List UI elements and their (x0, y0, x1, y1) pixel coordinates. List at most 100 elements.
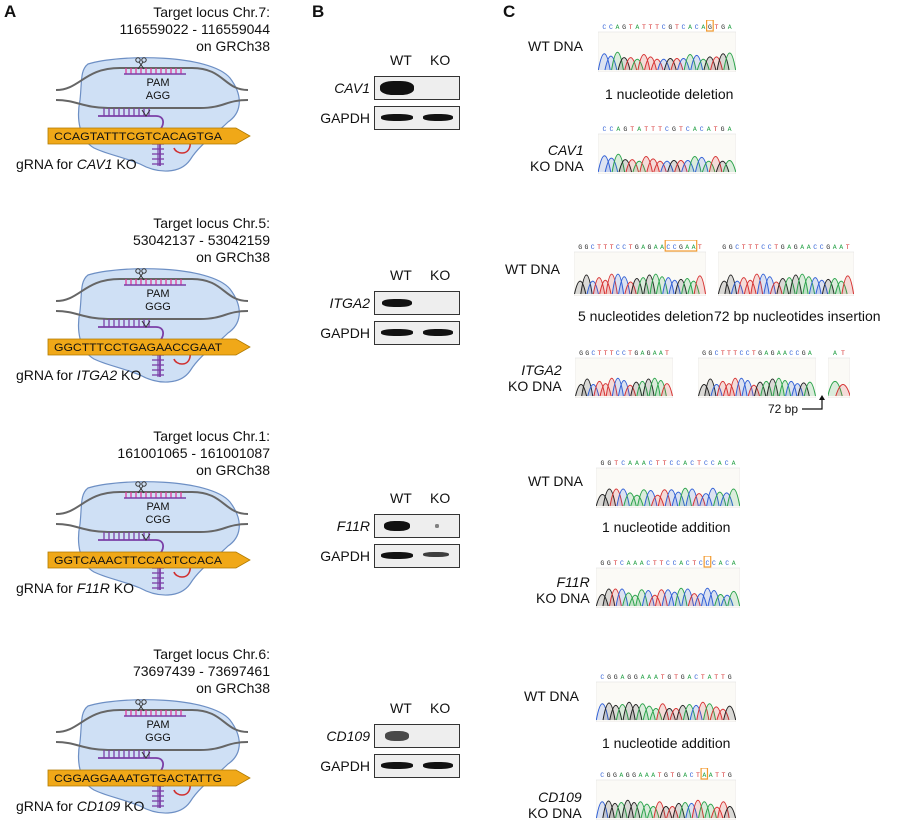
dna-strand-bottom (55, 741, 249, 751)
svg-text:A: A (616, 24, 620, 31)
svg-text:A: A (637, 126, 641, 133)
svg-text:G: G (607, 772, 611, 779)
svg-text:C: C (725, 560, 729, 567)
grna-label: gRNA for CAV1 KO (16, 156, 137, 172)
target-bar-arrow (47, 551, 251, 569)
svg-text:A: A (627, 560, 631, 567)
svg-text:T: T (661, 674, 665, 681)
svg-text:C: C (715, 350, 719, 357)
svg-text:T: T (727, 350, 731, 357)
svg-text:A: A (732, 460, 736, 467)
svg-text:G: G (600, 560, 604, 567)
svg-text:A: A (808, 350, 812, 357)
svg-text:T: T (663, 460, 667, 467)
rna-rungs-top (125, 68, 182, 74)
ko-column-label: KO (430, 700, 451, 716)
svg-text:G: G (708, 350, 712, 357)
svg-text:T: T (658, 772, 662, 779)
svg-text:G: G (679, 244, 683, 251)
ko-column-label: KO (430, 490, 451, 506)
svg-text:C: C (622, 244, 626, 251)
svg-text:C: C (591, 244, 595, 251)
ko-column-label: KO (430, 52, 451, 68)
svg-text:T: T (679, 126, 683, 133)
svg-text:T: T (701, 674, 705, 681)
mutation-highlight-box (664, 240, 698, 252)
svg-text:G: G (664, 772, 668, 779)
svg-text:G: G (600, 460, 604, 467)
svg-text:C: C (690, 772, 694, 779)
svg-text:A: A (728, 24, 732, 31)
svg-text:T: T (610, 244, 614, 251)
svg-text:T: T (651, 126, 655, 133)
svg-text:A: A (640, 560, 644, 567)
gene-blot-strip (374, 291, 460, 315)
svg-text:T: T (674, 674, 678, 681)
svg-text:T: T (613, 560, 617, 567)
pam-label: PAM (146, 77, 169, 89)
svg-text:G: G (721, 126, 725, 133)
svg-text:A: A (651, 772, 655, 779)
pam-sequence: CGG (145, 514, 170, 526)
svg-text:C: C (795, 350, 799, 357)
svg-text:T: T (656, 460, 660, 467)
svg-text:G: G (781, 244, 785, 251)
svg-text:C: C (609, 126, 613, 133)
svg-text:A: A (692, 244, 696, 251)
svg-text:T: T (755, 244, 759, 251)
svg-text:A: A (687, 674, 691, 681)
svg-text:A: A (833, 244, 837, 251)
svg-text:C: C (609, 24, 613, 31)
svg-text:T: T (670, 772, 674, 779)
svg-text:A: A (800, 244, 804, 251)
itga2-change-note-1: 5 nucleotides deletion (578, 308, 714, 324)
target-sequence: GGTCAAACTTCCACTCCACA (54, 555, 223, 567)
rna-rungs-top (125, 279, 182, 285)
itga2-change-note-2: 72 bp nucleotides insertion (714, 308, 881, 324)
dna-strand-top (55, 67, 249, 91)
svg-text:T: T (841, 350, 845, 357)
svg-text:T: T (597, 244, 601, 251)
svg-text:C: C (690, 460, 694, 467)
locus-text: Target locus Chr.7:116559022 - 116559044… (119, 4, 270, 54)
svg-text:A: A (833, 350, 837, 357)
scissors-icon (135, 268, 147, 281)
svg-text:C: C (686, 126, 690, 133)
target-sequence: CGGAGGAAATGTGACTATTG (54, 773, 222, 785)
f11r-change-note: 1 nucleotide addition (602, 519, 731, 535)
svg-text:T: T (598, 350, 602, 357)
svg-text:A: A (679, 560, 683, 567)
svg-text:C: C (695, 24, 699, 31)
rna-rungs-top (125, 710, 182, 716)
svg-text:G: G (668, 24, 672, 31)
svg-text:G: G (729, 244, 733, 251)
svg-text:T: T (715, 772, 719, 779)
dna-strand-bottom (55, 99, 249, 109)
svg-text:T: T (659, 560, 663, 567)
dna-strand-top (55, 491, 249, 515)
dna-strand-bottom (55, 523, 249, 533)
svg-text:C: C (646, 560, 650, 567)
svg-text:T: T (714, 126, 718, 133)
svg-text:A: A (718, 460, 722, 467)
svg-text:A: A (654, 674, 658, 681)
svg-text:C: C (700, 126, 704, 133)
svg-text:C: C (673, 560, 677, 567)
svg-text:A: A (787, 244, 791, 251)
svg-text:C: C (649, 460, 653, 467)
panel-label-b: B (312, 2, 325, 21)
grna-label: gRNA for F11R KO (16, 580, 135, 596)
panel-label-c: C (503, 2, 516, 21)
blot-gene-label: CAV1 (334, 80, 370, 96)
scissors-icon (135, 481, 147, 494)
